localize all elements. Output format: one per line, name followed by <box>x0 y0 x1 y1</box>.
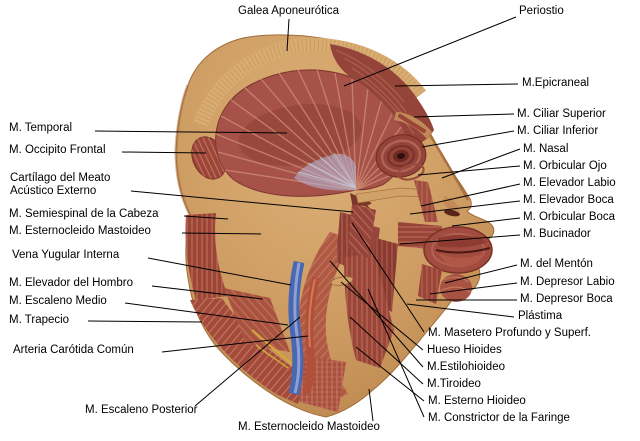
label-esterno-hioideo: M. Esterno Hioideo <box>428 395 526 407</box>
label-esternocleido-inf: M. Esternocleido Mastoideo <box>238 421 380 433</box>
label-ciliar-superior: M. Ciliar Superior <box>517 108 606 120</box>
jugular-vein <box>288 260 305 396</box>
leader-hueso-hioides <box>340 281 424 351</box>
leader-galea <box>286 18 290 52</box>
leader-elevador-boca <box>409 200 521 215</box>
label-escaleno-posterior: M. Escaleno Posterior <box>85 404 198 416</box>
label-cartilago-line2: Acústico Externo <box>10 185 97 197</box>
label-orbicular-ojo: M. Orbicular Ojo <box>523 160 607 172</box>
leader-escaleno-posterior <box>194 316 301 407</box>
temporalis-muscle <box>215 69 407 214</box>
label-periostio: Periostio <box>519 5 564 17</box>
label-elevador-labio: M. Elevador Labio <box>523 177 616 189</box>
leader-vena-yugular <box>147 257 292 286</box>
label-bucinador: M. Bucinador <box>523 228 591 240</box>
lower-lid-ring <box>397 163 425 181</box>
leader-elevador-hombro <box>151 285 264 300</box>
leader-tiroideo <box>349 316 424 385</box>
leader-plastima <box>406 303 515 318</box>
label-arteria-carotida: Arteria Carótida Común <box>13 344 134 356</box>
label-constrictor: M. Constrictor de la Faringe <box>428 412 570 424</box>
nape-muscles <box>185 213 228 300</box>
label-elevador-hombro: M. Elevador del Hombro <box>9 277 133 289</box>
leader-periostio <box>343 16 517 87</box>
label-masetero: M. Masetero Profundo y Superf. <box>428 327 591 339</box>
label-semiespinal: M. Semiespinal de la Cabeza <box>9 208 159 220</box>
leader-depresor-labio <box>429 282 518 295</box>
label-vena-yugular: Vena Yugular Interna <box>12 249 120 261</box>
chin-muscles <box>418 264 472 304</box>
label-cartilago-line1: Cartílago del Meato <box>10 172 111 184</box>
label-plastima: Plástima <box>518 310 563 322</box>
label-hueso-hioides: Hueso Hioides <box>427 344 502 356</box>
leader-ciliar-superior <box>413 113 515 118</box>
leader-orbicular-ojo <box>417 165 521 176</box>
leader-nasal <box>441 148 521 179</box>
label-cartilago-meato: Cartílago del Meato Acústico Externo <box>10 172 110 198</box>
label-elevador-boca: M. Elevador Boca <box>523 194 614 206</box>
leader-semiespinal <box>183 215 229 220</box>
leader-elevador-labio <box>420 183 521 207</box>
leader-bucinador <box>399 234 521 245</box>
label-nasal: M. Nasal <box>523 143 569 155</box>
leader-del-menton <box>444 264 518 284</box>
leader-ciliar-inferior <box>421 130 515 148</box>
mouth-orbicularis <box>423 226 493 274</box>
leader-cartilago-meato <box>130 190 354 213</box>
label-escaleno-medio: M. Escaleno Medio <box>9 295 107 307</box>
scalene-muscles <box>224 288 290 352</box>
carotid-artery <box>302 276 320 396</box>
masseter-muscle <box>348 204 376 258</box>
leader-occipito-frontal <box>121 151 207 154</box>
label-temporal: M. Temporal <box>9 122 73 134</box>
label-epicraneal: M.Epicraneal <box>522 77 590 89</box>
label-depresor-labio: M. Depresor Labio <box>520 276 615 288</box>
label-occipito-frontal: M. Occipito Frontal <box>9 144 106 156</box>
leader-epicraneal <box>394 83 519 87</box>
label-del-menton: M. del Mentón <box>520 258 593 270</box>
leader-esternocleido-izq <box>181 232 262 235</box>
leader-esternocleido-inf <box>368 388 374 422</box>
leader-constrictor <box>367 288 425 418</box>
hyoid-bone <box>330 276 354 286</box>
strap-muscles <box>344 252 394 368</box>
leader-lines <box>87 16 521 422</box>
label-galea: Galea Aponeurótica <box>238 5 340 17</box>
label-trapecio: M. Trapecio <box>9 314 70 326</box>
label-orbicular-boca: M. Orbicular Boca <box>523 211 616 223</box>
leader-trapecio <box>87 320 203 323</box>
trapezius-muscle <box>190 298 308 404</box>
leader-orbicular-boca <box>451 217 521 227</box>
eye-orbicularis <box>375 134 427 178</box>
brow-ciliar-muscles <box>394 112 432 140</box>
leader-estilohioideo <box>329 260 424 368</box>
label-ciliar-inferior: M. Ciliar Inferior <box>517 125 599 137</box>
label-estilohioideo: M.Estilohioideo <box>427 361 505 373</box>
label-depresor-boca: M. Depresor Boca <box>520 293 613 305</box>
label-esternocleido-izq: M. Esternocleido Mastoideo <box>9 225 151 237</box>
leader-arteria-carotida <box>161 335 309 353</box>
leader-masetero <box>351 222 425 333</box>
leader-temporal <box>94 130 288 134</box>
galea-aponeurotica <box>192 37 426 128</box>
leader-escaleno-medio <box>124 302 289 326</box>
label-tiroideo: M.Tiroideo <box>427 378 481 390</box>
